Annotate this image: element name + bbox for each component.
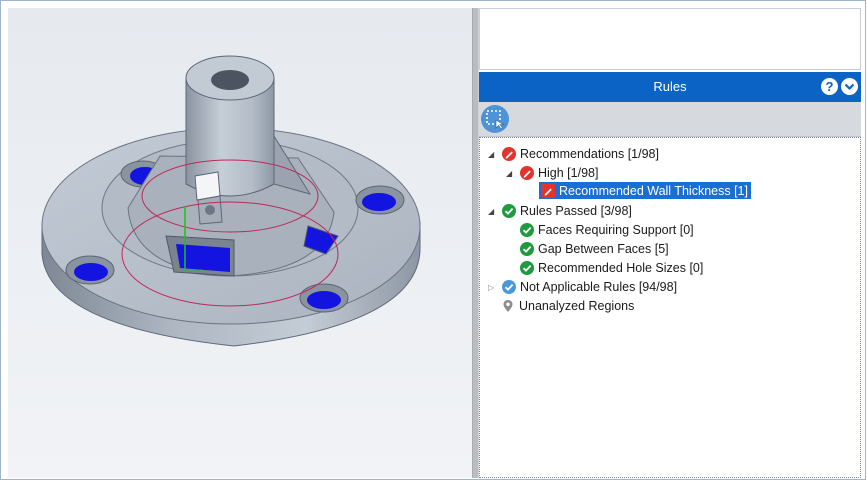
check-icon [520, 223, 534, 237]
tree-node-gap-faces[interactable]: Gap Between Faces [5] [520, 240, 669, 258]
tree-label: Faces Requiring Support [0] [538, 223, 694, 237]
fail-pencil-icon [520, 166, 534, 180]
rules-tree[interactable]: ◢ Recommendations [1/98] ◢ High [1/98] R… [479, 137, 861, 478]
expanded-triangle-icon[interactable]: ◢ [488, 206, 495, 216]
tree-node-hole-sizes[interactable]: Recommended Hole Sizes [0] [520, 259, 703, 277]
map-pin-icon [503, 300, 513, 312]
part-model[interactable] [8, 8, 472, 478]
expanded-triangle-icon[interactable]: ◢ [488, 149, 495, 159]
tree-label: Recommendations [1/98] [520, 147, 659, 161]
tree-node-unanalyzed[interactable]: Unanalyzed Regions [502, 297, 634, 315]
tree-label: High [1/98] [538, 166, 599, 180]
check-icon [502, 204, 516, 218]
panel-splitter[interactable] [472, 8, 479, 478]
tree-label: Not Applicable Rules [94/98] [520, 280, 678, 294]
fail-pencil-icon [502, 147, 516, 161]
check-icon [520, 261, 534, 275]
tree-label: Gap Between Faces [5] [538, 242, 669, 256]
tree-label: Unanalyzed Regions [519, 299, 635, 313]
rules-toolbar [479, 102, 861, 137]
upper-pane [479, 8, 861, 70]
chevron-down-icon[interactable] [841, 78, 858, 95]
collapsed-triangle-icon[interactable]: ▷ [488, 282, 495, 292]
expanded-triangle-icon[interactable]: ◢ [506, 168, 513, 178]
tree-label: Rules Passed [3/98] [520, 204, 632, 218]
fail-pencil-icon [541, 183, 555, 198]
info-check-icon [502, 280, 516, 294]
tree-node-high[interactable]: ◢ High [1/98] [506, 164, 598, 182]
box-select-icon[interactable] [481, 105, 509, 133]
tree-node-rules-passed[interactable]: ◢ Rules Passed [3/98] [488, 202, 632, 220]
3d-viewport[interactable] [8, 8, 472, 478]
rules-title: Rules [653, 79, 687, 94]
rules-header: Rules ? [479, 72, 861, 102]
tree-label: Recommended Hole Sizes [0] [538, 261, 704, 275]
tree-node-faces-support[interactable]: Faces Requiring Support [0] [520, 221, 694, 239]
help-icon[interactable]: ? [821, 78, 838, 95]
tree-node-not-applicable[interactable]: ▷ Not Applicable Rules [94/98] [488, 278, 677, 296]
check-icon [520, 242, 534, 256]
rules-side-panel: Rules ? ◢ Recommendations [1/98] ◢ [479, 8, 861, 478]
tree-node-wall-thickness[interactable]: Recommended Wall Thickness [1] [539, 182, 751, 199]
tree-label: Recommended Wall Thickness [1] [559, 183, 748, 198]
tree-node-recommendations[interactable]: ◢ Recommendations [1/98] [488, 145, 659, 163]
